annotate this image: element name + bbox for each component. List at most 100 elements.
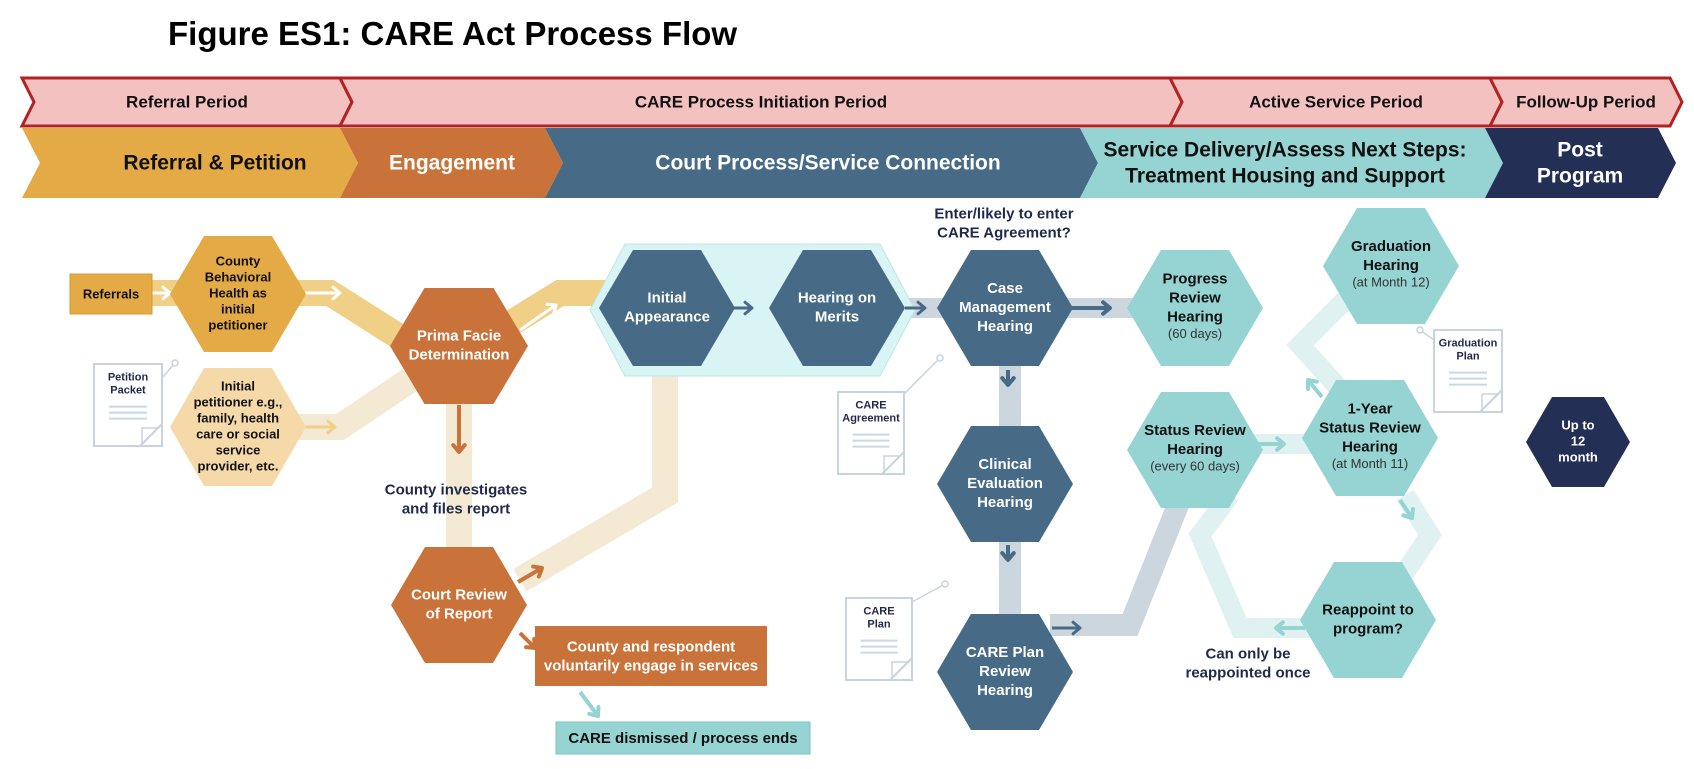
path-review-to-court xyxy=(513,375,678,592)
arrow-status-review xyxy=(1258,436,1286,452)
node-label: CARE dismissed / process ends xyxy=(568,730,797,747)
node-label-line: 1-Year xyxy=(1347,400,1392,417)
node-label-line: Progress xyxy=(1162,270,1227,287)
hexagon-shape xyxy=(1323,208,1459,324)
node-label-line: Behavioral xyxy=(205,269,271,284)
arrow-case-mgmt xyxy=(1072,300,1112,316)
node-label-line: provider, etc. xyxy=(198,458,279,473)
node-label-line: month xyxy=(1558,449,1598,464)
document-label-line: CARE xyxy=(855,399,886,411)
arrow-to-dismissed xyxy=(578,690,601,718)
phase-label-line: Post xyxy=(1557,139,1603,162)
arrow-prima-facie-down xyxy=(451,405,467,454)
node-label-line: Hearing on xyxy=(798,289,876,306)
node-sublabel: (at Month 11) xyxy=(1332,456,1408,471)
node-label-line: Initial xyxy=(647,289,686,306)
arrow-referrals xyxy=(152,285,172,301)
hexagon-shape xyxy=(1127,250,1263,366)
arrow-court-review-up xyxy=(516,564,544,584)
document-icon xyxy=(93,363,163,447)
annotation-reappointed-once-line: Can only be xyxy=(1205,645,1290,662)
node-label-line: Graduation xyxy=(1351,238,1431,255)
node-label-line: Status Review xyxy=(1144,422,1246,439)
figure-title: Figure ES1: CARE Act Process Flow xyxy=(168,15,737,52)
hexagon-shape xyxy=(937,250,1073,366)
hexagon-shape xyxy=(937,426,1073,542)
node-label-line: program? xyxy=(1333,620,1403,637)
node-label-line: Hearing xyxy=(977,318,1033,335)
phase-label: Court Process/Service Connection xyxy=(655,152,1000,175)
document-label-line: Petition xyxy=(108,371,149,383)
hexagon-shape xyxy=(391,547,527,663)
period-label: Follow-Up Period xyxy=(1516,92,1656,111)
document-label-line: CARE xyxy=(863,605,894,617)
node-label-line: Hearing xyxy=(1363,257,1419,274)
node-label-line: CARE Plan xyxy=(966,644,1044,661)
document-icon xyxy=(837,391,905,475)
arrow-reappoint xyxy=(1274,620,1305,636)
node-label-line: Case xyxy=(987,280,1023,297)
annotation-county-investigates-line: and files report xyxy=(402,500,510,517)
node-label-line: Health as xyxy=(209,285,267,300)
hexagon-shape xyxy=(769,250,905,366)
node-label-line: Status Review xyxy=(1319,419,1421,436)
box-shape xyxy=(555,721,811,755)
node-referrals: Referrals xyxy=(69,273,153,315)
period-label: Active Service Period xyxy=(1249,92,1423,111)
arrow-clinical-down xyxy=(1000,545,1016,562)
hexagon-shape xyxy=(1526,397,1630,487)
path-one-year-to-graduation xyxy=(1286,277,1368,402)
phase-3 xyxy=(545,128,1098,198)
node-label-line: Management xyxy=(959,299,1051,316)
path-petitioner-to-prima-facie xyxy=(290,369,418,440)
document-label-line: Packet xyxy=(110,384,146,396)
node-label-line: Appearance xyxy=(624,308,710,325)
phase-label-line: Treatment Housing and Support xyxy=(1125,165,1445,188)
node-label-line: Prima Facie xyxy=(417,327,501,344)
node-label-line: County xyxy=(216,253,262,268)
phase-label: Engagement xyxy=(389,152,515,175)
node-label-line: Review xyxy=(1169,289,1221,306)
node-sublabel: (60 days) xyxy=(1168,326,1222,341)
node-label-line: petitioner e.g., xyxy=(194,394,283,409)
hexagon-shape xyxy=(170,236,306,352)
node-sublabel: (every 60 days) xyxy=(1150,458,1240,473)
node-label-line: service xyxy=(216,442,261,457)
node-label-line: voluntarily engage in services xyxy=(544,657,758,674)
arrow-county-bh xyxy=(305,285,342,301)
phase-label-line: Court Process/Service Connection xyxy=(655,152,1000,175)
documents-layer: PetitionPacketCAREAgreementCAREPlanGradu… xyxy=(93,326,1503,681)
arrow-one-year-down xyxy=(1398,498,1415,520)
phase-label: Service Delivery/Assess Next Steps:Treat… xyxy=(1103,139,1466,188)
node-label: Referrals xyxy=(83,286,139,301)
node-label-line: Hearing xyxy=(1167,441,1223,458)
node-label-line: Hearing xyxy=(977,682,1033,699)
